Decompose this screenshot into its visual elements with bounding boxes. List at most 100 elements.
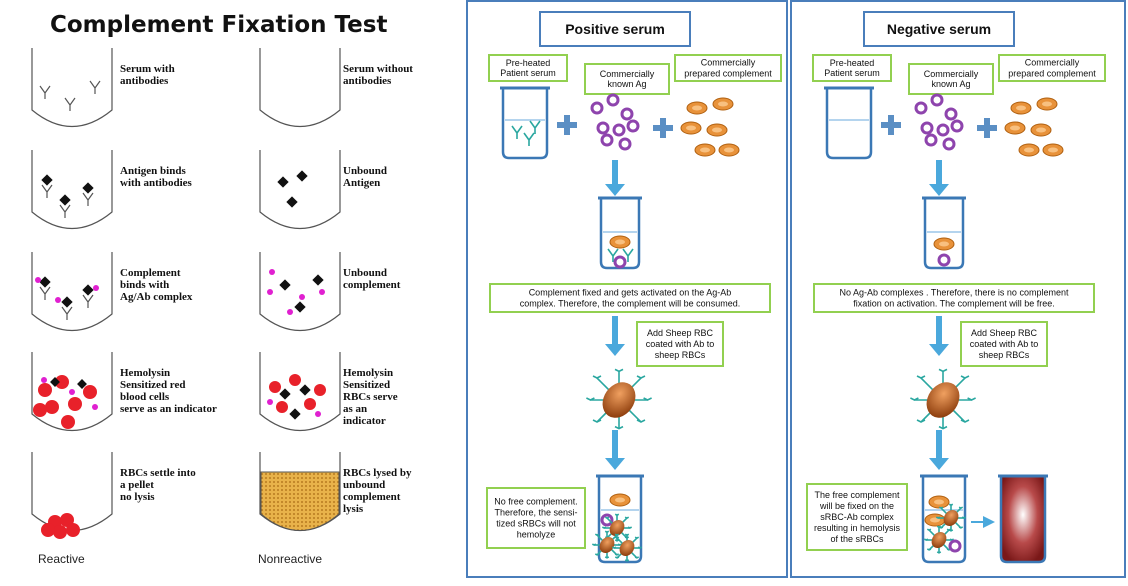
antigen-diamond bbox=[279, 279, 291, 291]
known-antigen-label-line: Commercially bbox=[600, 69, 655, 79]
sheep-rbc bbox=[619, 539, 635, 557]
antibody-tip bbox=[614, 533, 620, 536]
antibody-tip bbox=[636, 375, 646, 379]
complement-dot bbox=[287, 309, 293, 315]
nonreactive-caption-line: RBCs serve bbox=[343, 391, 398, 403]
antibody-tip bbox=[926, 528, 932, 531]
antibody-tip bbox=[910, 397, 919, 401]
red-blood-cell bbox=[33, 403, 47, 417]
antibody-tip bbox=[636, 419, 646, 423]
antibody-tip bbox=[936, 525, 942, 529]
antigen-diamond bbox=[289, 408, 301, 420]
complement-dot bbox=[267, 399, 273, 405]
sheep-rbc bbox=[926, 382, 960, 418]
antibody-tip bbox=[604, 516, 610, 519]
result-text: Complement fixed and gets activated on t… bbox=[520, 288, 740, 309]
tube bbox=[825, 88, 873, 160]
add-sheep-rbc-label-line: Add Sheep RBC bbox=[971, 328, 1038, 338]
arrow-head bbox=[929, 344, 949, 356]
reactive-caption-line: a pellet bbox=[120, 479, 154, 491]
sheep-rbc bbox=[943, 509, 959, 527]
reactive-caption-line: blood cells bbox=[120, 391, 170, 403]
antibody-tip bbox=[614, 513, 620, 517]
final-result-text-line: resulting in hemolysis bbox=[814, 523, 901, 533]
reactive-label: Reactive bbox=[38, 552, 85, 566]
test-tube bbox=[259, 252, 341, 332]
complement-label-line: prepared complement bbox=[684, 69, 772, 79]
antibody-tip bbox=[961, 516, 967, 519]
final-result-text-line: tized sRBCs will not bbox=[496, 519, 576, 529]
test-tube bbox=[31, 48, 113, 128]
known-antigen-label-box bbox=[584, 63, 670, 95]
arrow-head bbox=[929, 184, 949, 196]
antibody-tip bbox=[938, 368, 948, 373]
result-text-line: No Ag-Ab complexes . Therefore, there is… bbox=[840, 288, 1069, 298]
antigen-icon bbox=[944, 107, 958, 121]
nonreactive-caption-line: indicator bbox=[343, 415, 386, 427]
complement-core bbox=[615, 239, 625, 245]
result-text-line: fixation on activation. The complement w… bbox=[853, 299, 1054, 309]
result-text-line: Complement fixed and gets activated on t… bbox=[529, 288, 732, 298]
add-sheep-rbc-label-box bbox=[636, 321, 724, 367]
reactive-caption-line: no lysis bbox=[120, 491, 155, 503]
known-antigen-label-line: known Ag bbox=[931, 79, 970, 89]
antibody-tip bbox=[643, 397, 652, 401]
complement-core bbox=[724, 147, 734, 153]
add-sheep-rbc-label-line: Add Sheep RBC bbox=[647, 328, 714, 338]
reactive-caption-line: RBCs settle into bbox=[120, 467, 196, 479]
antigen-icon bbox=[600, 513, 614, 527]
antigen-icon bbox=[920, 121, 934, 135]
antibody-tip bbox=[916, 375, 926, 379]
final-result-text-line: hemolyze bbox=[517, 530, 556, 540]
patient-serum-label-line: Patient serum bbox=[500, 68, 556, 78]
complement-dot bbox=[69, 389, 75, 395]
plus-icon bbox=[888, 115, 894, 135]
antigen-icon bbox=[914, 101, 928, 115]
antigen-icon bbox=[618, 137, 632, 151]
complement-core bbox=[700, 147, 710, 153]
antibody-tip bbox=[614, 536, 620, 539]
reactive-caption-line: Serum with bbox=[120, 63, 175, 75]
antibody-tip bbox=[960, 375, 970, 379]
nonreactive-caption-line: Hemolysin bbox=[343, 367, 393, 379]
arrow-head bbox=[605, 184, 625, 196]
final-result-text-box bbox=[486, 487, 586, 549]
complement-core bbox=[1048, 147, 1058, 153]
complement-core bbox=[718, 101, 728, 107]
reactive-caption-line: Antigen binds bbox=[120, 165, 186, 177]
sheep-rbc bbox=[599, 536, 615, 554]
antigen-icon bbox=[626, 119, 640, 133]
test-tube bbox=[259, 150, 341, 230]
complement-dot bbox=[269, 269, 275, 275]
complement-label-line: Commercially bbox=[701, 58, 756, 68]
sheep-rbc bbox=[602, 382, 636, 418]
red-blood-cell bbox=[45, 400, 59, 414]
nonreactive-caption-line: Unbound bbox=[343, 165, 387, 177]
nonreactive-caption-line: complement bbox=[343, 279, 401, 291]
complement-dot bbox=[93, 285, 99, 291]
antibody-tip bbox=[634, 556, 640, 559]
patient-serum-label-line: Pre-heated bbox=[830, 58, 875, 68]
antigen-diamond bbox=[294, 301, 306, 313]
antibody-tip bbox=[592, 375, 602, 379]
add-sheep-rbc-label-line: sheep RBCs bbox=[655, 350, 706, 360]
final-result-text-line: sRBC-Ab complex bbox=[820, 512, 894, 522]
complement-label-box bbox=[674, 54, 782, 82]
serum-heading-box bbox=[863, 11, 1015, 47]
antibody-tip bbox=[624, 559, 630, 562]
plus-icon bbox=[984, 118, 990, 138]
tube bbox=[999, 476, 1047, 564]
antibody-tip bbox=[611, 546, 617, 549]
